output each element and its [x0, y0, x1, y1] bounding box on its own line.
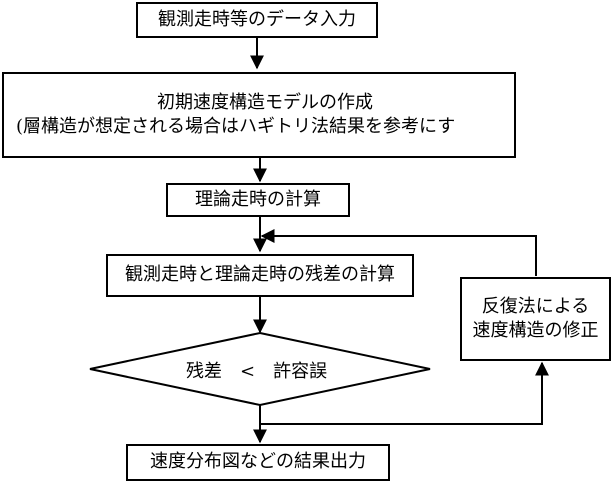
node-residual-calc: 観測走時と理論走時の残差の計算	[106, 254, 414, 297]
node-residual-calc-label: 観測走時と理論走時の残差の計算	[125, 264, 395, 286]
node-data-input-label: 観測走時等のデータ入力	[158, 8, 356, 30]
node-theoretical-calc-label: 理論走時の計算	[195, 188, 321, 210]
node-velocity-correction: 反復法による 速度構造の修正	[460, 277, 611, 361]
node-initial-model: 初期速度構造モデルの作成 (層構造が想定される場合はハギトリ法結果を参考にす	[2, 72, 516, 158]
node-theoretical-calc: 理論走時の計算	[166, 183, 350, 217]
decision-label: 残差 < 許容誤	[186, 361, 328, 382]
node-initial-model-line1: 初期速度構造モデルの作成	[157, 91, 373, 113]
node-velocity-correction-line1: 反復法による	[481, 295, 590, 317]
node-result-output-label: 速度分布図などの結果出力	[150, 451, 366, 473]
node-result-output: 速度分布図などの結果出力	[126, 444, 390, 481]
arrow-correction-to-loop	[260, 229, 537, 276]
node-initial-model-line2: (層構造が想定される場合はハギトリ法結果を参考にす	[16, 116, 456, 137]
node-velocity-correction-line2: 速度構造の修正	[472, 320, 599, 341]
node-data-input: 観測走時等のデータ入力	[136, 2, 378, 38]
